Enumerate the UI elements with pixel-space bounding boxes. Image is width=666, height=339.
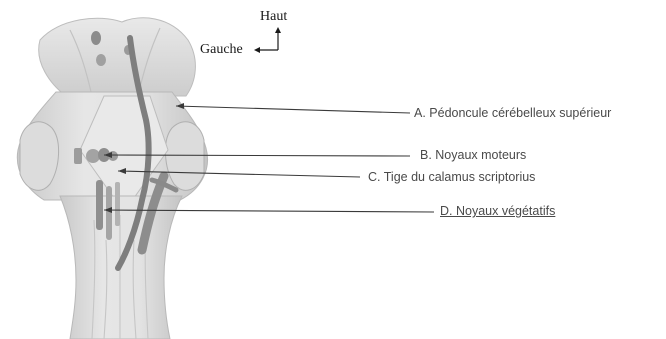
up-arrowhead: [275, 27, 281, 33]
left-nucleus-bars: [74, 148, 82, 164]
left-arrowhead: [254, 47, 260, 53]
label-calamus-scriptorius-stalk: C. Tige du calamus scriptorius: [368, 170, 535, 184]
top-nucleus-1: [91, 31, 101, 45]
label-motor-nuclei: B. Noyaux moteurs: [420, 148, 526, 162]
label-vegetative-nuclei: D. Noyaux végétatifs: [440, 204, 555, 218]
vegetative-nucleus-mid: [106, 186, 112, 240]
label-superior-cerebellar-peduncle: A. Pédoncule cérébelleux supérieur: [414, 106, 611, 120]
motor-nucleus-1: [86, 149, 100, 163]
orientation-left-label: Gauche: [200, 42, 243, 57]
leader-line-a: [176, 106, 410, 113]
vegetative-nucleus-right: [115, 182, 120, 226]
vegetative-nucleus-left: [96, 180, 103, 230]
orientation-up-label: Haut: [260, 9, 287, 24]
orientation-arrows: [258, 31, 278, 50]
upper-structure: [39, 18, 196, 96]
top-nucleus-2: [96, 54, 106, 66]
